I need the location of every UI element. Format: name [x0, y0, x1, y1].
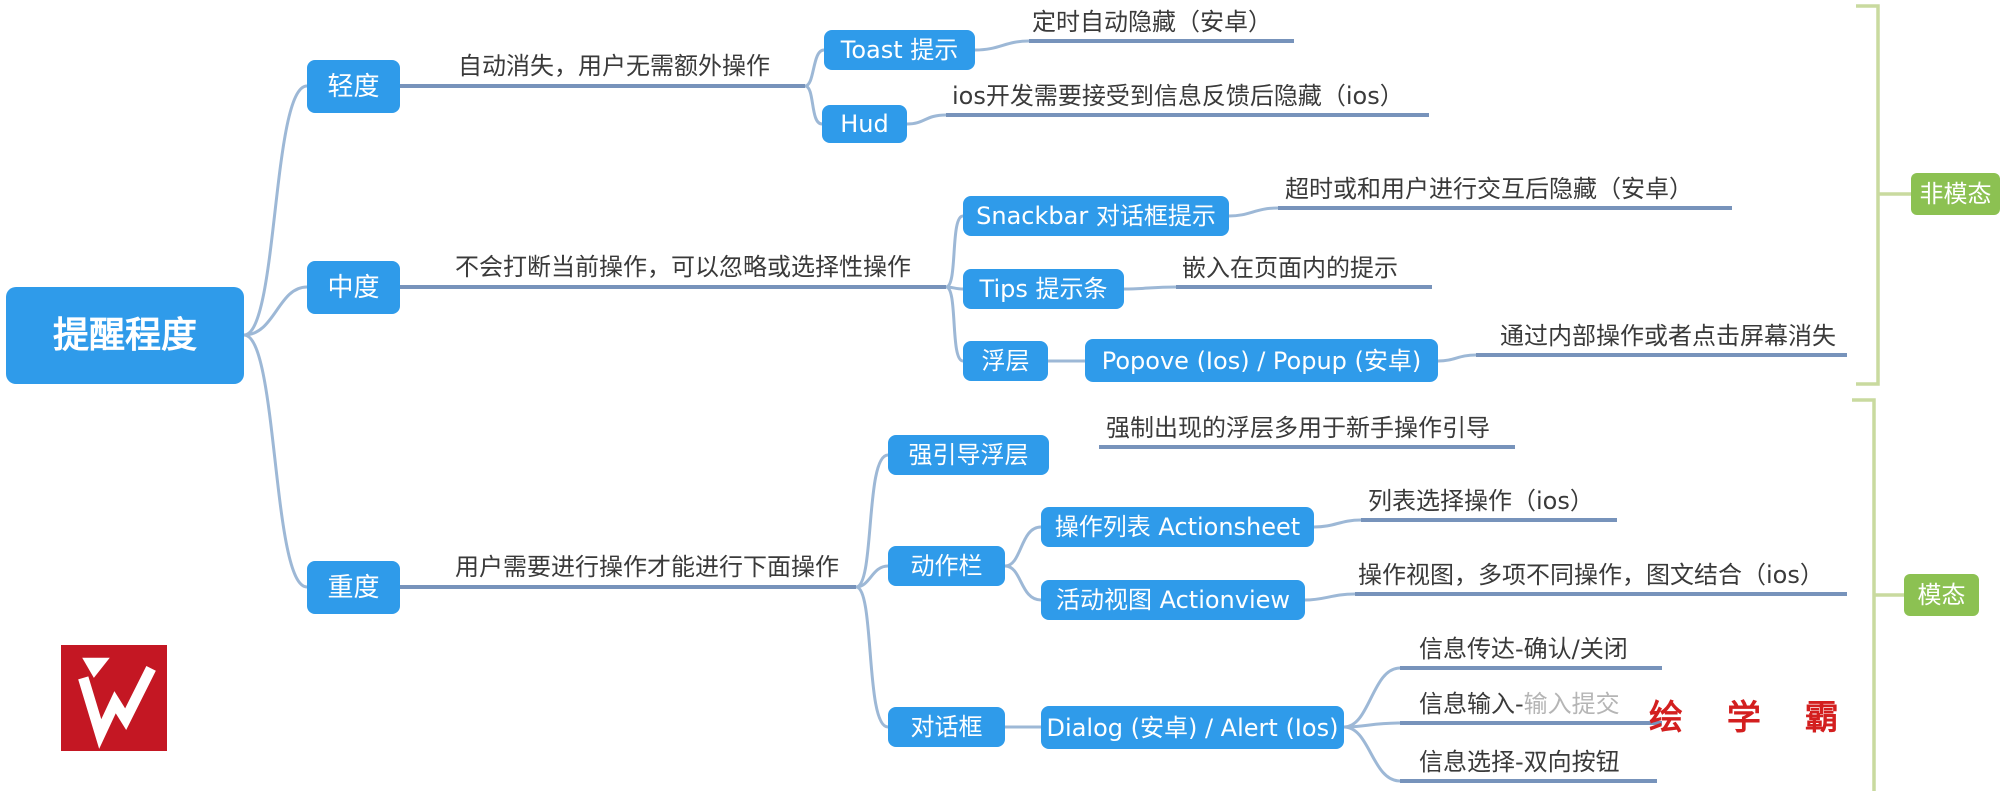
note-light[interactable]: 自动消失，用户无需额外操作 [458, 52, 770, 80]
note-actionview[interactable]: 操作视图，多项不同操作，图文结合（ios） [1358, 561, 1824, 589]
node-popove[interactable]: Popove (Ios) / Popup (安卓) [1085, 339, 1438, 382]
note-heavy[interactable]: 用户需要进行操作才能进行下面操作 [455, 553, 839, 581]
node-dialog-cn[interactable]: 对话框 [888, 707, 1005, 747]
note-hud[interactable]: ios开发需要接受到信息反馈后隐藏（ios） [952, 82, 1404, 110]
note-actionsheet[interactable]: 列表选择操作（ios） [1368, 487, 1594, 515]
node-actionbar[interactable]: 动作栏 [888, 546, 1005, 586]
node-heavy[interactable]: 重度 [307, 561, 400, 614]
node-overlay[interactable]: 浮层 [963, 341, 1048, 381]
branch-curves [243, 39, 1477, 783]
w-logo [61, 645, 167, 751]
watermark-text: 绘 学 霸 [1649, 698, 1855, 738]
note-snackbar[interactable]: 超时或和用户进行交互后隐藏（安卓） [1285, 175, 1693, 203]
note-dialog-input-light: 输入提交 [1523, 690, 1620, 718]
node-root[interactable]: 提醒程度 [6, 287, 244, 384]
group-brackets [1852, 4, 1911, 791]
node-toast[interactable]: Toast 提示 [824, 30, 975, 70]
node-nonmodal[interactable]: 非模态 [1911, 173, 2000, 215]
note-underlines [400, 39, 1847, 783]
note-toast[interactable]: 定时自动隐藏（安卓） [1032, 8, 1272, 36]
node-modal[interactable]: 模态 [1904, 574, 1979, 616]
note-dialog-select[interactable]: 信息选择-双向按钮 [1419, 748, 1620, 776]
note-medium[interactable]: 不会打断当前操作，可以忽略或选择性操作 [455, 253, 911, 281]
node-medium[interactable]: 中度 [307, 261, 400, 314]
node-tips[interactable]: Tips 提示条 [963, 269, 1124, 309]
node-dialog[interactable]: Dialog (安卓) / Alert (Ios) [1041, 706, 1344, 749]
note-dialog-input[interactable]: 信息输入-输入提交 [1419, 689, 1620, 719]
note-popove[interactable]: 通过内部操作或者点击屏幕消失 [1500, 322, 1836, 350]
node-guide-overlay[interactable]: 强引导浮层 [888, 435, 1049, 475]
node-actionview[interactable]: 活动视图 Actionview [1041, 580, 1305, 620]
node-light[interactable]: 轻度 [307, 60, 400, 113]
note-dialog-input-dark: 信息输入- [1419, 690, 1524, 718]
note-guide-overlay[interactable]: 强制出现的浮层多用于新手操作引导 [1106, 414, 1490, 442]
node-snackbar[interactable]: Snackbar 对话框提示 [963, 196, 1229, 236]
note-tips[interactable]: 嵌入在页面内的提示 [1182, 254, 1398, 282]
w-logo-icon [78, 657, 156, 749]
node-hud[interactable]: Hud [822, 105, 907, 143]
node-actionsheet[interactable]: 操作列表 Actionsheet [1041, 507, 1314, 547]
note-dialog-convey[interactable]: 信息传达-确认/关闭 [1419, 635, 1628, 663]
